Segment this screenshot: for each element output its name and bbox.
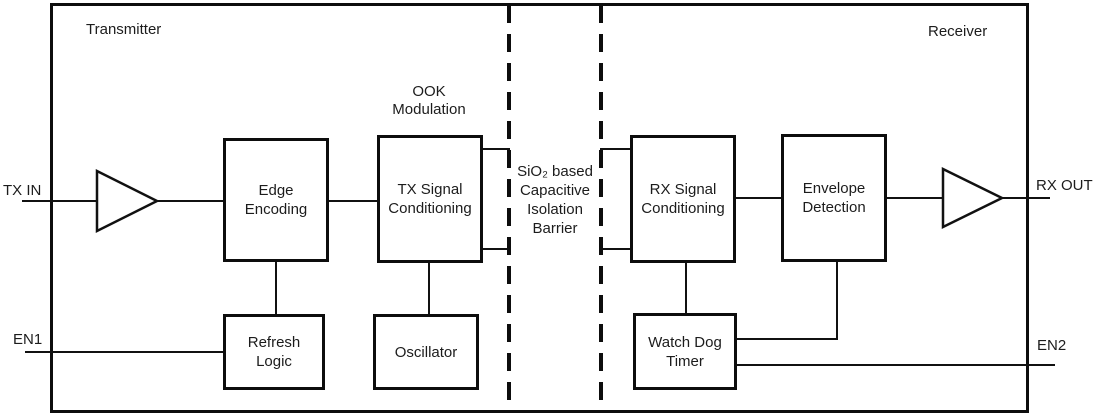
chip-outline: [50, 3, 1029, 413]
receiver-region-label: Receiver: [928, 23, 988, 40]
block-refresh-logic: Refresh Logic: [223, 314, 325, 390]
block-edge-encoding: Edge Encoding: [223, 138, 329, 262]
transmitter-region-label: Transmitter: [86, 21, 162, 38]
port-label-tx-in: TX IN: [3, 182, 42, 199]
port-label-en2: EN2: [1037, 337, 1067, 354]
port-label-en1: EN1: [13, 331, 43, 348]
block-tx-signal-conditioning: TX Signal Conditioning: [377, 135, 483, 263]
wire-envelope-to-watchdog: [736, 261, 838, 340]
block-rx-signal-conditioning: RX Signal Conditioning: [630, 135, 736, 263]
block-oscillator: Oscillator: [373, 314, 479, 390]
block-envelope-detection: Envelope Detection: [781, 134, 887, 262]
block-watch-dog-timer: Watch Dog Timer: [633, 313, 737, 390]
port-label-rx-out: RX OUT: [1036, 177, 1093, 194]
rx-output-buffer-icon: [941, 166, 1005, 230]
isolation-barrier-annotation: SiO₂ based Capacitive Isolation Barrier: [517, 163, 593, 237]
tx-input-buffer-icon: [95, 168, 160, 234]
ook-modulation-annotation: OOK Modulation: [392, 83, 466, 118]
